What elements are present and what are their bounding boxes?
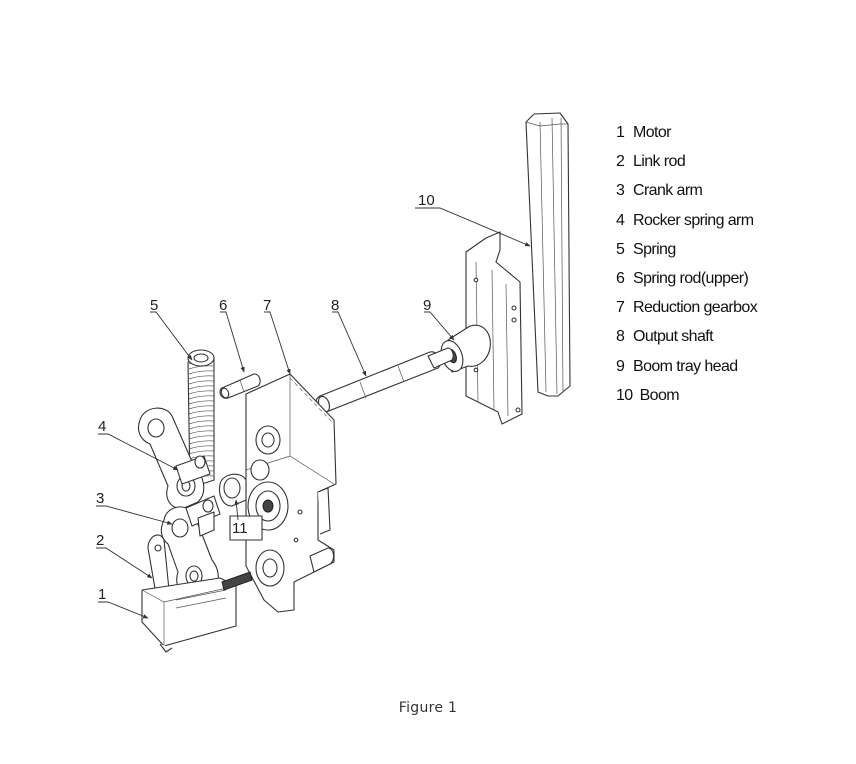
legend-item: 3 Crank arm — [616, 178, 757, 207]
legend-label: Output shaft — [633, 328, 714, 346]
reduction-gearbox-part — [245, 373, 337, 613]
spring-coil — [188, 395, 215, 400]
legend-number: 4 — [616, 211, 625, 229]
legend-label: Motor — [633, 124, 672, 141]
spring-coil — [188, 390, 215, 395]
callout-5: 5 — [150, 297, 158, 314]
legend-item: 10 Boom — [616, 383, 757, 412]
legend-label: Crank arm — [633, 182, 703, 200]
callout-labels: 10 5 6 7 8 9 4 3 2 1 11 — [96, 192, 435, 603]
spring-coil — [188, 375, 215, 380]
legend-label: Spring rod(upper) — [633, 269, 749, 287]
parts-legend: 1 Motor 2 Link rod 3 Crank arm 4 Rocker spri… — [616, 120, 758, 412]
legend-item: 9 Boom tray head — [616, 354, 757, 383]
legend-number: 10 — [616, 386, 633, 404]
legend-number: 5 — [616, 240, 625, 258]
coupling-part — [218, 473, 263, 541]
boom-part — [525, 112, 571, 397]
callout-1: 1 — [98, 586, 106, 603]
spring-coil — [188, 435, 215, 440]
legend-number: 9 — [616, 357, 625, 375]
spring-coil — [188, 425, 215, 430]
callout-10: 10 — [418, 192, 435, 209]
legend-number: 2 — [616, 153, 625, 171]
output-shaft-part — [315, 347, 454, 413]
spring-coil — [188, 410, 215, 415]
legend-item: 8 Output shaft — [616, 324, 757, 353]
legend-label: Rocker spring arm — [633, 211, 754, 229]
legend-number: 7 — [616, 299, 625, 317]
callout-11: 11 — [232, 520, 248, 537]
boom-tray-head-part — [440, 231, 523, 425]
spring-coil — [188, 415, 215, 420]
spring-coil — [188, 440, 215, 445]
legend-item: 2 Link rod — [616, 149, 757, 178]
legend-item: 5 Spring — [616, 237, 757, 266]
leader-lines — [96, 207, 531, 619]
legend-number: 1 — [616, 124, 625, 141]
callout-2: 2 — [96, 532, 104, 549]
spring-coil — [188, 430, 215, 435]
legend-item: 6 Spring rod(upper) — [616, 266, 757, 295]
legend-item: 7 Reduction gearbox — [616, 295, 758, 324]
legend-item: 4 Rocker spring arm — [616, 208, 757, 237]
motor-part — [141, 571, 253, 653]
legend-label: Boom tray head — [633, 357, 738, 375]
legend-number: 8 — [616, 328, 625, 346]
callout-6: 6 — [219, 297, 227, 314]
callout-7: 7 — [263, 297, 271, 314]
crank-arm-part — [160, 495, 221, 597]
legend-label: Link rod — [633, 153, 686, 171]
legend-label: Spring — [633, 240, 676, 258]
spring-coil — [188, 400, 215, 405]
legend-item: 1 Motor — [616, 120, 757, 149]
legend-label: Reduction gearbox — [633, 299, 758, 317]
spring-rod-upper-part — [219, 373, 261, 399]
spring-coil — [188, 445, 215, 450]
spring-part — [187, 349, 215, 489]
legend-number: 3 — [616, 182, 625, 200]
callout-3: 3 — [96, 490, 104, 507]
spring-coil — [188, 370, 215, 375]
figure-caption: Figure 1 — [398, 700, 458, 716]
legend-number: 6 — [616, 269, 625, 287]
legend-label: Boom — [639, 386, 680, 404]
rocker-spring-arm-part — [137, 407, 211, 509]
spring-coil — [188, 405, 215, 410]
spring-coil — [188, 385, 215, 390]
callout-4: 4 — [98, 418, 106, 435]
spring-coil — [188, 380, 215, 385]
spring-coil — [188, 420, 215, 425]
callout-9: 9 — [423, 297, 431, 314]
callout-8: 8 — [331, 297, 339, 314]
spring-coil — [188, 450, 215, 455]
